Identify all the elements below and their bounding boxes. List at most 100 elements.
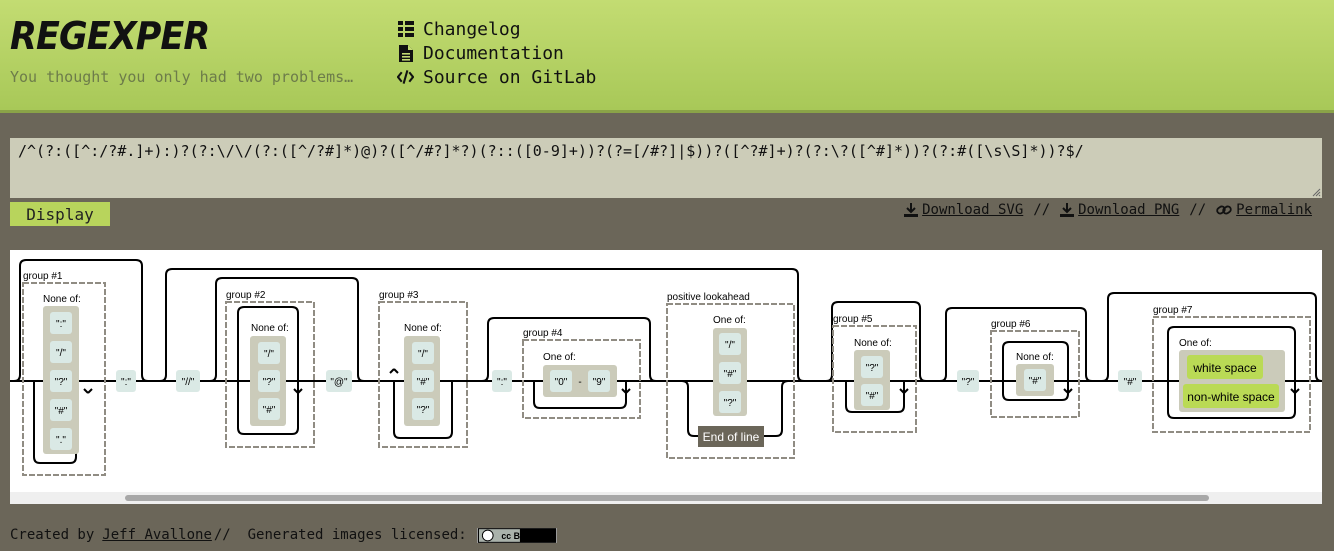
literal-colon-label: ":" — [121, 377, 131, 388]
charset-item — [258, 398, 280, 420]
document-icon — [397, 44, 414, 62]
top-nav: Changelog Documentation Source on GitLab — [397, 17, 596, 89]
group-4-box — [522, 339, 641, 419]
group-5-box — [832, 325, 917, 433]
charset-item-label: "." — [56, 435, 66, 446]
group-7-label: group #7 — [1153, 305, 1193, 316]
literal-question-label: "?" — [962, 377, 975, 388]
charset-item-label: "?" — [417, 405, 430, 416]
group-5-label: group #5 — [833, 314, 873, 325]
group-1-none-of: None of: — [43, 294, 81, 305]
group-4-one-of: One of: — [543, 352, 576, 363]
charset-item-label: "#" — [417, 377, 430, 388]
charset-item-label: "/" — [264, 349, 274, 360]
list-icon — [397, 21, 414, 38]
tagline: You thought you only had two problems… — [10, 68, 354, 86]
download-svg-link[interactable]: Download SVG — [904, 202, 1023, 218]
group-2-label: group #2 — [226, 290, 266, 301]
group-1-box — [22, 282, 106, 476]
group-3-none-of: None of: — [404, 323, 442, 334]
horizontal-scrollbar[interactable] — [10, 492, 1322, 504]
range-to — [588, 370, 610, 392]
group-5-none-of: None of: — [854, 338, 892, 349]
separator: // — [1033, 202, 1051, 218]
lookahead-label: positive lookahead — [667, 292, 750, 303]
group-7-one-of: One of: — [1179, 338, 1212, 349]
group-3-label: group #3 — [379, 290, 419, 301]
range-from-label: "0" — [555, 377, 568, 388]
group-3-box — [378, 301, 468, 448]
charset-item-label: "?" — [866, 363, 879, 374]
download-icon — [1060, 203, 1075, 217]
display-button[interactable]: Display — [10, 202, 110, 226]
download-png-label: Download PNG — [1078, 202, 1180, 218]
cc-badge-label: cc BY — [501, 530, 526, 540]
group-4-label: group #4 — [523, 328, 563, 339]
literal-colon-port-label: ":" — [497, 377, 507, 388]
charset-item-label: "#" — [263, 405, 276, 416]
nav-changelog[interactable]: Changelog — [397, 17, 596, 41]
charset-item-label: "?" — [724, 398, 737, 409]
group-1-label: group #1 — [23, 271, 63, 282]
code-icon — [397, 69, 414, 86]
scrollbar-thumb[interactable] — [125, 495, 1209, 501]
charset-item-label: "#" — [866, 391, 879, 402]
download-icon — [904, 203, 919, 217]
logo[interactable]: REGEXPER — [10, 14, 210, 58]
license-text: // Generated images licensed: — [213, 527, 467, 543]
charset-item — [50, 312, 72, 334]
charset-item-label: "?" — [263, 377, 276, 388]
class-white-space-label: white space — [1192, 361, 1257, 375]
charset-item — [719, 391, 741, 413]
permalink-link[interactable]: Permalink — [1216, 202, 1312, 218]
class-non-white-space-label: non-white space — [1187, 390, 1275, 404]
literal-slashes-label: "//" — [182, 377, 195, 388]
permalink-label: Permalink — [1236, 202, 1312, 218]
literal-hash — [1118, 370, 1142, 392]
charset-item-label: "?" — [55, 377, 68, 388]
literal-colon — [116, 370, 136, 392]
end-of-line-anchor — [698, 426, 764, 447]
charset-item — [861, 384, 883, 406]
nav-source-label: Source on GitLab — [423, 66, 597, 88]
charset-item-label: "/" — [725, 340, 735, 351]
range-to-label: "9" — [593, 377, 606, 388]
nav-documentation-label: Documentation — [423, 42, 564, 64]
group-2-box — [225, 301, 315, 448]
class-white-space — [1187, 355, 1263, 379]
railroad-diagram: .rail { fill: none; stroke: #000; stroke… — [10, 250, 1322, 504]
charset-item — [50, 399, 72, 421]
charset-item-label: "#" — [1029, 376, 1042, 387]
charset-item — [412, 370, 434, 392]
download-svg-label: Download SVG — [922, 202, 1024, 218]
class-non-white-space — [1183, 384, 1279, 408]
charset-item — [258, 370, 280, 392]
range-from — [550, 370, 572, 392]
regex-input[interactable]: /^(?:([^:/?#.]+):)?(?:\/\/(?:([^/?#]*)@)… — [10, 138, 1322, 198]
charset-item — [50, 428, 72, 450]
group-6-none-of: None of: — [1016, 352, 1054, 363]
charset-item-label: "#" — [55, 406, 68, 417]
literal-question — [957, 370, 979, 392]
charset-item — [258, 342, 280, 364]
nav-source[interactable]: Source on GitLab — [397, 65, 596, 89]
charset-item-label: "/" — [418, 349, 428, 360]
charset-item — [719, 362, 741, 384]
charset-item — [719, 333, 741, 355]
nav-changelog-label: Changelog — [423, 18, 521, 40]
group-6-box — [990, 330, 1080, 418]
separator: // — [1189, 202, 1207, 218]
literal-slashes — [176, 370, 200, 392]
charset-item — [1024, 369, 1046, 391]
download-png-link[interactable]: Download PNG — [1060, 202, 1179, 218]
download-links: Download SVG // Download PNG // Permalin… — [904, 202, 1312, 218]
literal-hash-label: "#" — [1124, 377, 1137, 388]
literal-colon-port — [492, 370, 512, 392]
charset-item — [412, 342, 434, 364]
resize-grip-icon[interactable] — [1310, 186, 1321, 197]
cc-license-badge[interactable]: cc BY — [476, 527, 557, 543]
nav-documentation[interactable]: Documentation — [397, 41, 596, 65]
charset-item — [861, 356, 883, 378]
group-2-none-of: None of: — [251, 323, 289, 334]
author-link[interactable]: Jeff Avallone — [102, 527, 212, 543]
